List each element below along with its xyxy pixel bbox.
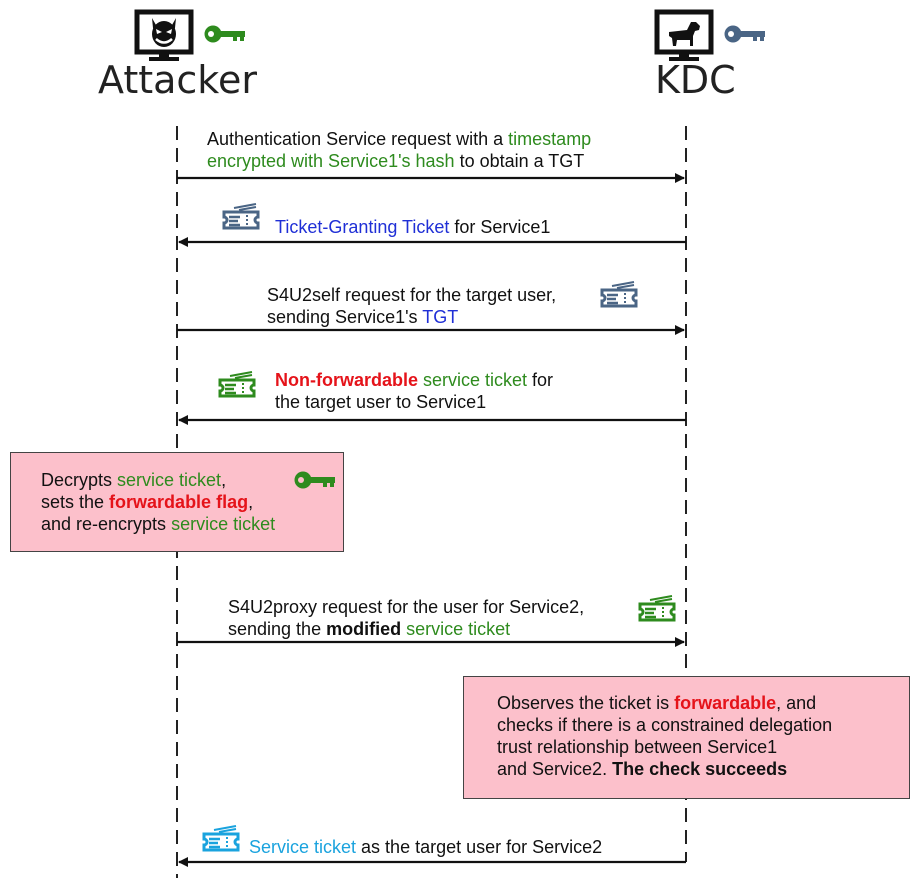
devil-monitor-icon xyxy=(134,9,194,61)
note-text: and re-encrypts xyxy=(41,514,172,534)
message-text: Authentication Service request with a xyxy=(207,129,509,149)
message-tgt-reply: Ticket-Granting Ticket for Service1 xyxy=(275,216,550,238)
message-as-request: Authentication Service request with a ti… xyxy=(207,128,591,172)
key-icon xyxy=(294,471,335,489)
message-text: timestamp xyxy=(508,129,592,149)
note-text: service ticket xyxy=(171,514,276,534)
ticket-icon xyxy=(222,202,260,230)
note-text: , xyxy=(221,470,227,490)
message-text: as the target user for Service2 xyxy=(356,837,603,857)
note-text: The check succeeds xyxy=(612,759,788,779)
message-final-ticket-reply: Service ticket as the target user for Se… xyxy=(249,836,602,858)
kdc-label: KDC xyxy=(655,58,736,102)
attacker-note: Decrypts service ticket, sets the forwar… xyxy=(10,452,344,552)
message-text: TGT xyxy=(422,307,459,327)
message-text: service ticket xyxy=(401,619,511,639)
note-text: forwardable flag xyxy=(109,492,249,512)
message-text: encrypted with Service1's hash xyxy=(207,151,455,171)
kdc-note: Observes the ticket is forwardable, and … xyxy=(463,676,910,799)
message-text: sending the xyxy=(228,619,327,639)
ticket-icon xyxy=(218,370,256,398)
message-text: the target user to Service1 xyxy=(275,392,487,412)
note-text: and Service2. xyxy=(497,759,613,779)
note-text: , and xyxy=(776,693,817,713)
dog-monitor-icon xyxy=(654,9,714,61)
message-text: for Service1 xyxy=(449,217,551,237)
message-text: S4U2self request for the target user, xyxy=(267,285,557,305)
attacker-label: Attacker xyxy=(98,58,257,102)
ticket-icon xyxy=(202,824,240,852)
ticket-icon xyxy=(638,594,676,622)
note-text: , xyxy=(248,492,254,512)
message-text: service ticket xyxy=(418,370,528,390)
key-icon xyxy=(724,25,765,43)
note-text: forwardable xyxy=(674,693,777,713)
ticket-icon xyxy=(600,280,638,308)
message-text: Service ticket xyxy=(249,837,357,857)
note-text: sets the xyxy=(41,492,110,512)
message-s4u2proxy-request: S4U2proxy request for the user for Servi… xyxy=(228,596,584,640)
note-text: Decrypts xyxy=(41,470,118,490)
key-icon xyxy=(204,25,245,43)
message-service-ticket-reply: Non-forwardable service ticket for the t… xyxy=(275,369,553,413)
note-text: service ticket xyxy=(117,470,222,490)
message-text: modified xyxy=(326,619,402,639)
message-text: S4U2proxy request for the user for Servi… xyxy=(228,597,585,617)
message-text: sending Service1's xyxy=(267,307,423,327)
message-text: for xyxy=(527,370,554,390)
message-text: to obtain a TGT xyxy=(454,151,585,171)
message-s4u2self-request: S4U2self request for the target user, se… xyxy=(267,284,556,328)
message-text: Non-forwardable xyxy=(275,370,419,390)
note-text: trust relationship between Service1 xyxy=(497,737,778,757)
note-text: checks if there is a constrained delegat… xyxy=(497,715,833,735)
note-text: Observes the ticket is xyxy=(497,693,675,713)
message-text: Ticket-Granting Ticket xyxy=(275,217,450,237)
